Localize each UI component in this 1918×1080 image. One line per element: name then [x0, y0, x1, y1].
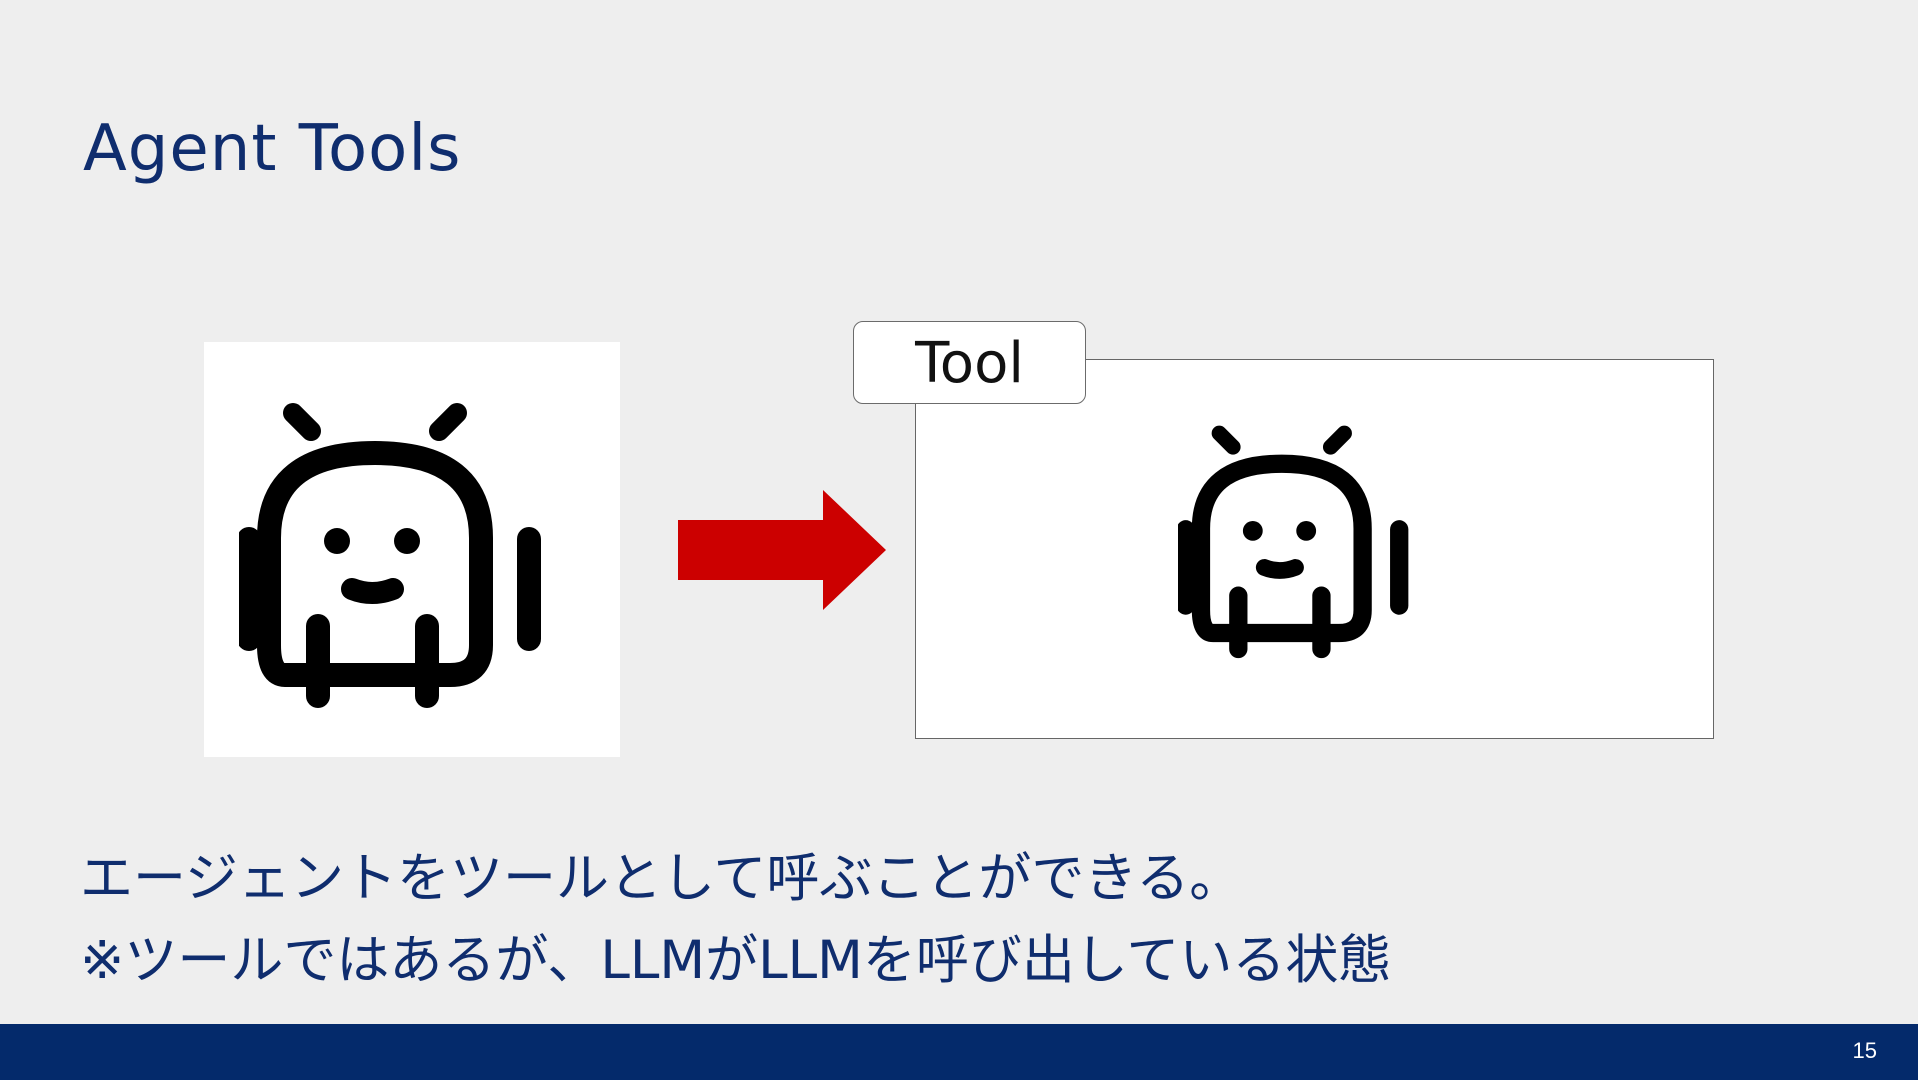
body-line-2: ※ツールではあるが、LLMがLLMを呼び出している状態	[80, 930, 1392, 991]
tool-container	[915, 359, 1714, 739]
agent-robot-panel	[204, 342, 620, 757]
footer-bar: 15	[0, 1024, 1918, 1080]
robot-icon	[239, 403, 541, 708]
robot-icon	[1178, 425, 1409, 659]
tool-label-tab: Tool	[853, 321, 1086, 404]
slide-title: Agent Tools	[83, 112, 462, 186]
slide-body: エージェントをツールとして呼ぶことができる。 ※ツールではあるが、LLMがLLM…	[80, 838, 1391, 1002]
arrow-right-icon	[678, 490, 886, 610]
body-line-1: エージェントをツールとして呼ぶことができる。	[80, 848, 1243, 909]
page-number: 15	[1852, 1038, 1877, 1063]
